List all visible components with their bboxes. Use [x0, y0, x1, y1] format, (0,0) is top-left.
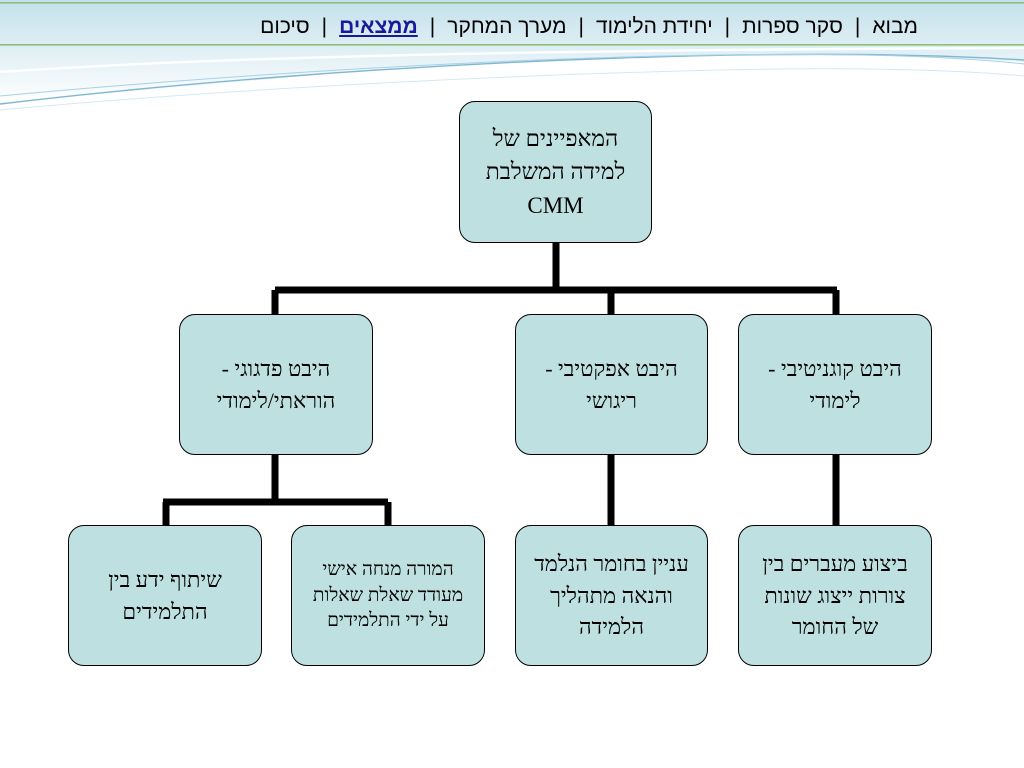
- nav-separator: |: [321, 15, 328, 38]
- detail-node-label: המורה מנחה אישי מעודד שאלת שאלות על ידי …: [312, 559, 464, 632]
- aspect-node-affective: היבט אפקטיבי - ריגושי: [515, 314, 708, 455]
- nav-item-learning-unit[interactable]: יחידת הלימוד: [595, 15, 713, 38]
- detail-node-interest-enjoyment: עניין בחומר הנלמד והנאה מתהליך הלמידה: [515, 525, 708, 666]
- detail-node-label: עניין בחומר הנלמד והנאה מתהליך הלמידה: [534, 550, 689, 640]
- aspect-node-label: היבט פדגוגי - הוראתי/לימודי: [216, 355, 336, 413]
- header-wave-decoration: [0, 0, 1024, 112]
- nav-separator: |: [578, 15, 584, 38]
- root-node: המאפיינים של למידה המשלבת CMM: [459, 101, 652, 243]
- nav-item-research-design[interactable]: מערך המחקר: [447, 15, 567, 38]
- nav-separator: |: [724, 15, 731, 38]
- detail-node-representation-transitions: ביצוע מעברים בין צורות ייצוג שונות של הח…: [738, 525, 932, 666]
- detail-node-teacher-guide: המורה מנחה אישי מעודד שאלת שאלות על ידי …: [291, 525, 485, 666]
- detail-node-label: ביצוע מעברים בין צורות ייצוג שונות של הח…: [762, 550, 908, 640]
- nav-item-findings[interactable]: ממצאים: [339, 15, 418, 38]
- nav-item-literature-review[interactable]: סקר ספרות: [742, 15, 843, 38]
- aspect-node-pedagogical: היבט פדגוגי - הוראתי/לימודי: [179, 314, 373, 455]
- detail-node-label: שיתוף ידע בין התלמידים: [108, 566, 222, 624]
- nav-separator: |: [429, 15, 436, 38]
- root-node-label: המאפיינים של למידה המשלבת CMM: [485, 125, 626, 218]
- top-navigation: מבוא | סקר ספרות | יחידת הלימוד | מערך ה…: [260, 12, 918, 42]
- nav-separator: |: [854, 15, 861, 38]
- nav-item-intro[interactable]: מבוא: [872, 15, 918, 38]
- aspect-node-cognitive: היבט קוגניטיבי - לימודי: [738, 314, 932, 455]
- header-banner: מבוא | סקר ספרות | יחידת הלימוד | מערך ה…: [0, 0, 1024, 112]
- detail-node-knowledge-sharing: שיתוף ידע בין התלמידים: [68, 525, 262, 666]
- nav-item-summary[interactable]: סיכום: [260, 15, 310, 38]
- aspect-node-label: היבט אפקטיבי - ריגושי: [545, 355, 678, 413]
- aspect-node-label: היבט קוגניטיבי - לימודי: [768, 355, 902, 413]
